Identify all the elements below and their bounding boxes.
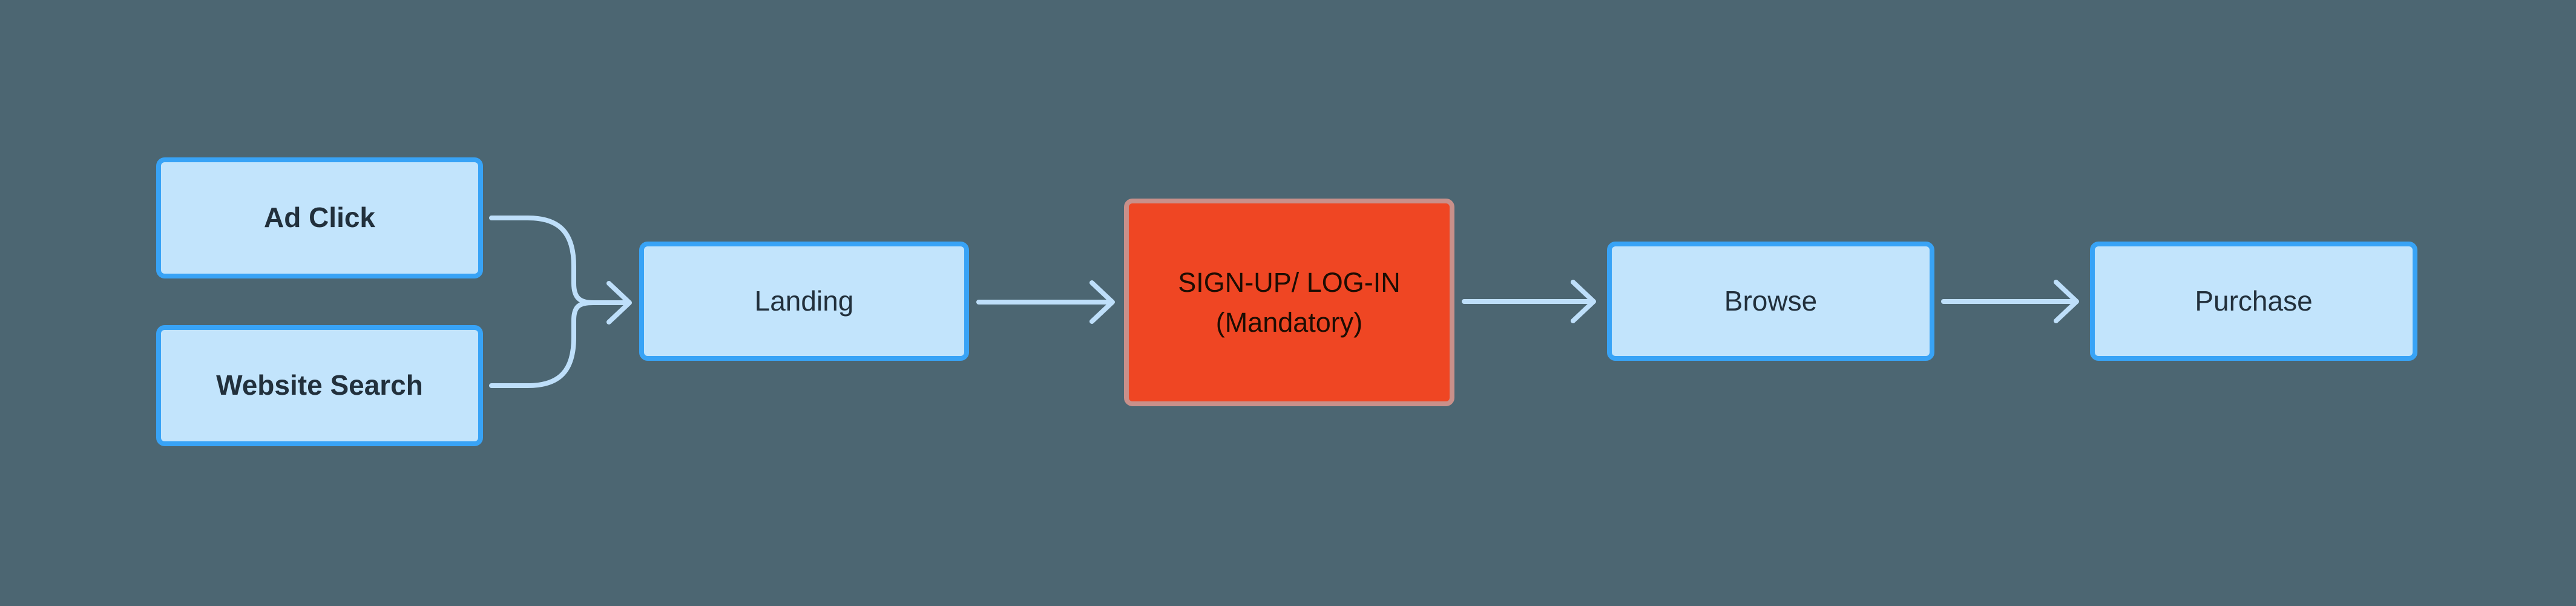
arrowhead-into-purchase-icon bbox=[2054, 280, 2079, 323]
edge-website-search-to-landing bbox=[489, 300, 627, 388]
node-website-search-label: Website Search bbox=[216, 369, 423, 401]
node-ad-click[interactable]: Ad Click bbox=[156, 157, 483, 278]
node-signup-login-label: SIGN-UP/ LOG-IN (Mandatory) bbox=[1178, 263, 1401, 343]
arrowhead-into-browse-icon bbox=[1571, 280, 1596, 323]
node-purchase[interactable]: Purchase bbox=[2090, 242, 2417, 361]
edge-ad-click-to-landing bbox=[489, 216, 627, 305]
node-signup-login-line2: (Mandatory) bbox=[1215, 306, 1363, 338]
node-landing[interactable]: Landing bbox=[639, 242, 969, 361]
node-ad-click-label: Ad Click bbox=[263, 202, 376, 234]
node-website-search[interactable]: Website Search bbox=[156, 325, 483, 446]
node-signup-login[interactable]: SIGN-UP/ LOG-IN (Mandatory) bbox=[1124, 199, 1454, 406]
arrowhead-into-landing-icon bbox=[606, 281, 632, 324]
node-signup-login-line1: SIGN-UP/ LOG-IN bbox=[1178, 266, 1401, 298]
node-browse[interactable]: Browse bbox=[1607, 242, 1934, 361]
node-landing-label: Landing bbox=[754, 285, 854, 317]
node-browse-label: Browse bbox=[1724, 285, 1818, 317]
node-purchase-label: Purchase bbox=[2195, 285, 2313, 317]
arrowhead-into-signup-icon bbox=[1089, 280, 1115, 324]
